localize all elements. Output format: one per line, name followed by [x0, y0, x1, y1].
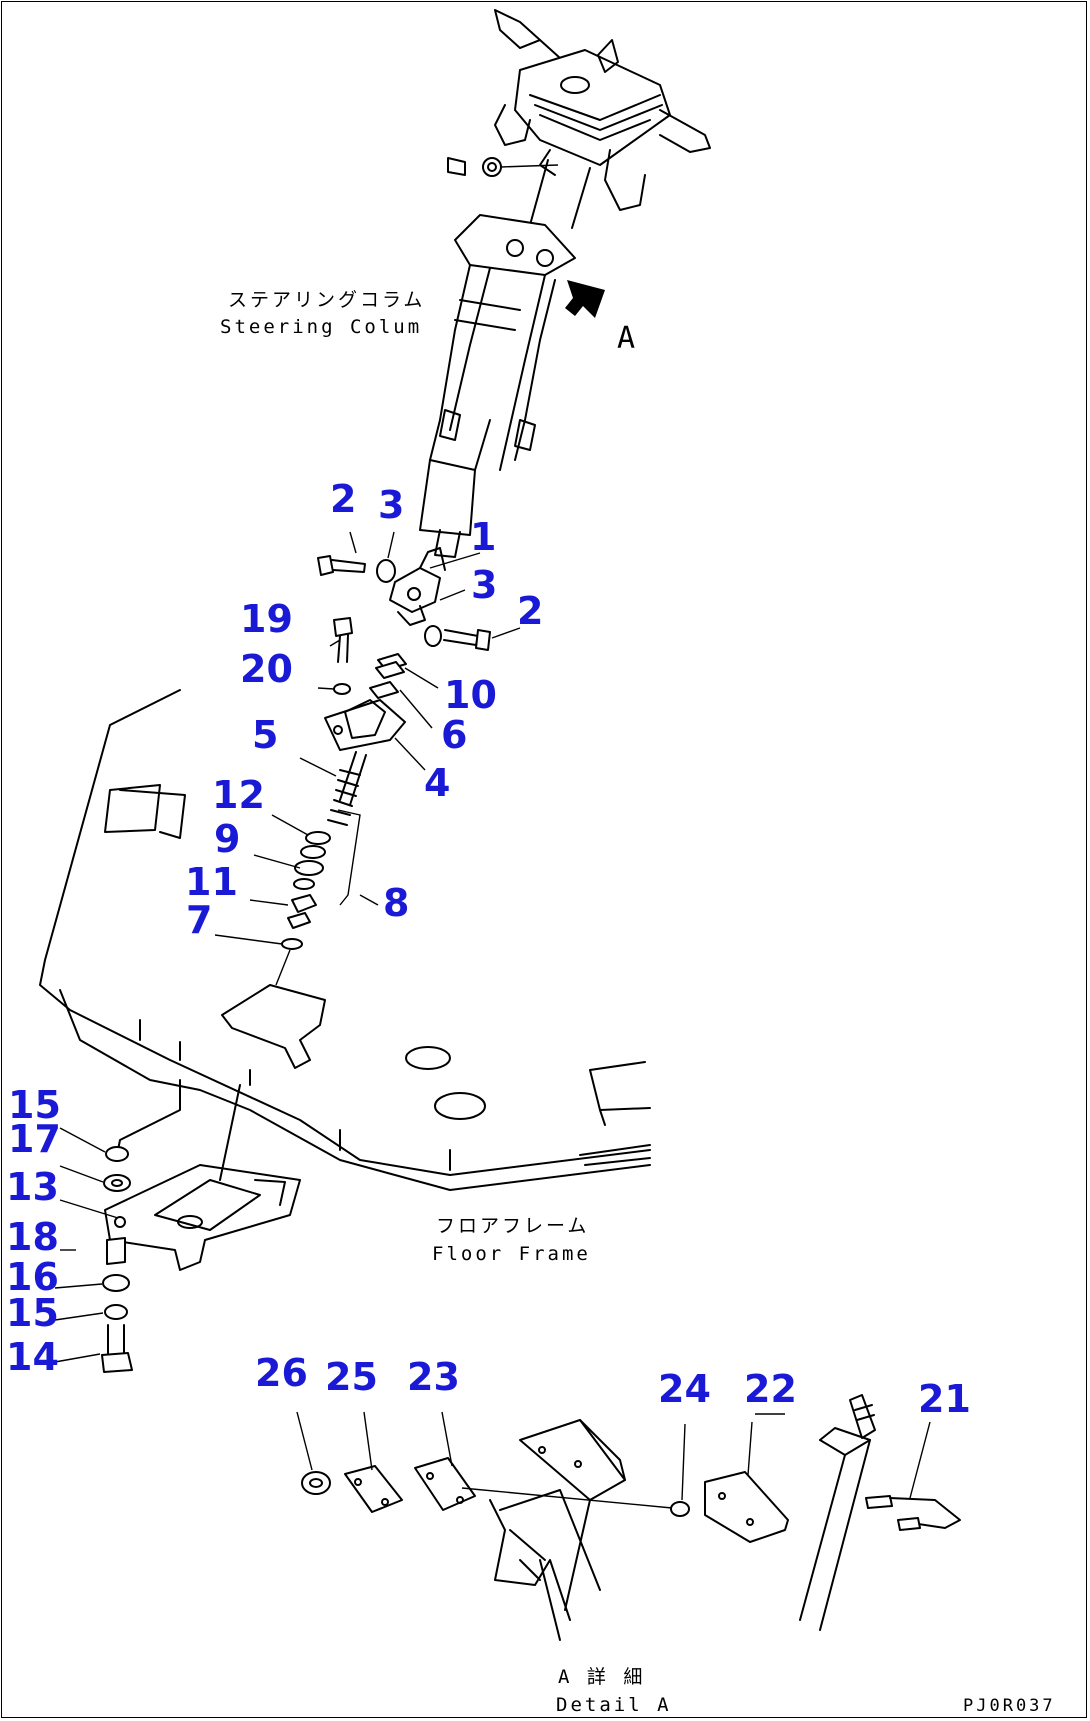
floor-frame-label-en: Floor Frame	[432, 1243, 591, 1265]
callout-4: 4	[424, 761, 450, 805]
callout-2-right: 2	[517, 589, 543, 633]
floor-frame-label-jp: フロアフレーム	[436, 1215, 589, 1237]
callout-13: 13	[6, 1165, 59, 1209]
drawing-code: PJ0R037	[963, 1696, 1056, 1716]
callout-5: 5	[252, 713, 278, 757]
view-arrow: A	[565, 280, 635, 356]
callout-3-right: 3	[471, 563, 497, 607]
callout-26: 26	[255, 1351, 308, 1395]
callout-8: 8	[383, 881, 409, 925]
callout-12: 12	[212, 773, 265, 817]
joint-assembly	[214, 531, 521, 986]
view-marker: A	[617, 321, 635, 356]
lower-mount	[54, 1079, 301, 1373]
callout-6: 6	[441, 713, 467, 757]
callout-14: 14	[6, 1335, 59, 1379]
steering-column-label-jp: ステアリングコラム	[228, 289, 425, 311]
callout-20: 20	[240, 647, 293, 691]
callout-16: 16	[6, 1255, 59, 1299]
callout-25: 25	[325, 1355, 378, 1399]
callout-24: 24	[658, 1367, 711, 1411]
callout-2-upper-left: 2	[330, 477, 356, 521]
callout-1: 1	[470, 515, 496, 559]
callout-23: 23	[407, 1355, 460, 1399]
detail-a	[296, 1394, 961, 1641]
callout-11: 11	[185, 860, 238, 904]
callout-22: 22	[744, 1367, 797, 1411]
callout-21: 21	[918, 1377, 971, 1421]
callout-7: 7	[186, 898, 212, 942]
callouts: 2 3 1 3 2 19 20 10 6 5 4 12 9 11 8 7 15 …	[6, 477, 971, 1421]
callout-19: 19	[240, 597, 293, 641]
steering-column-label-en: Steering Colum	[220, 316, 422, 338]
detail-label-jp: A 詳 細	[558, 1666, 645, 1688]
callout-15-upper: 15	[8, 1083, 61, 1127]
callout-10: 10	[444, 673, 497, 717]
callout-17: 17	[8, 1117, 61, 1161]
floor-frame	[39, 689, 651, 1191]
callout-3-upper-left: 3	[378, 483, 404, 527]
callout-15-lower: 15	[6, 1291, 59, 1335]
detail-label-en: Detail A	[556, 1694, 672, 1716]
callout-9: 9	[214, 817, 240, 861]
steering-column	[419, 9, 711, 558]
callout-18: 18	[6, 1215, 59, 1259]
